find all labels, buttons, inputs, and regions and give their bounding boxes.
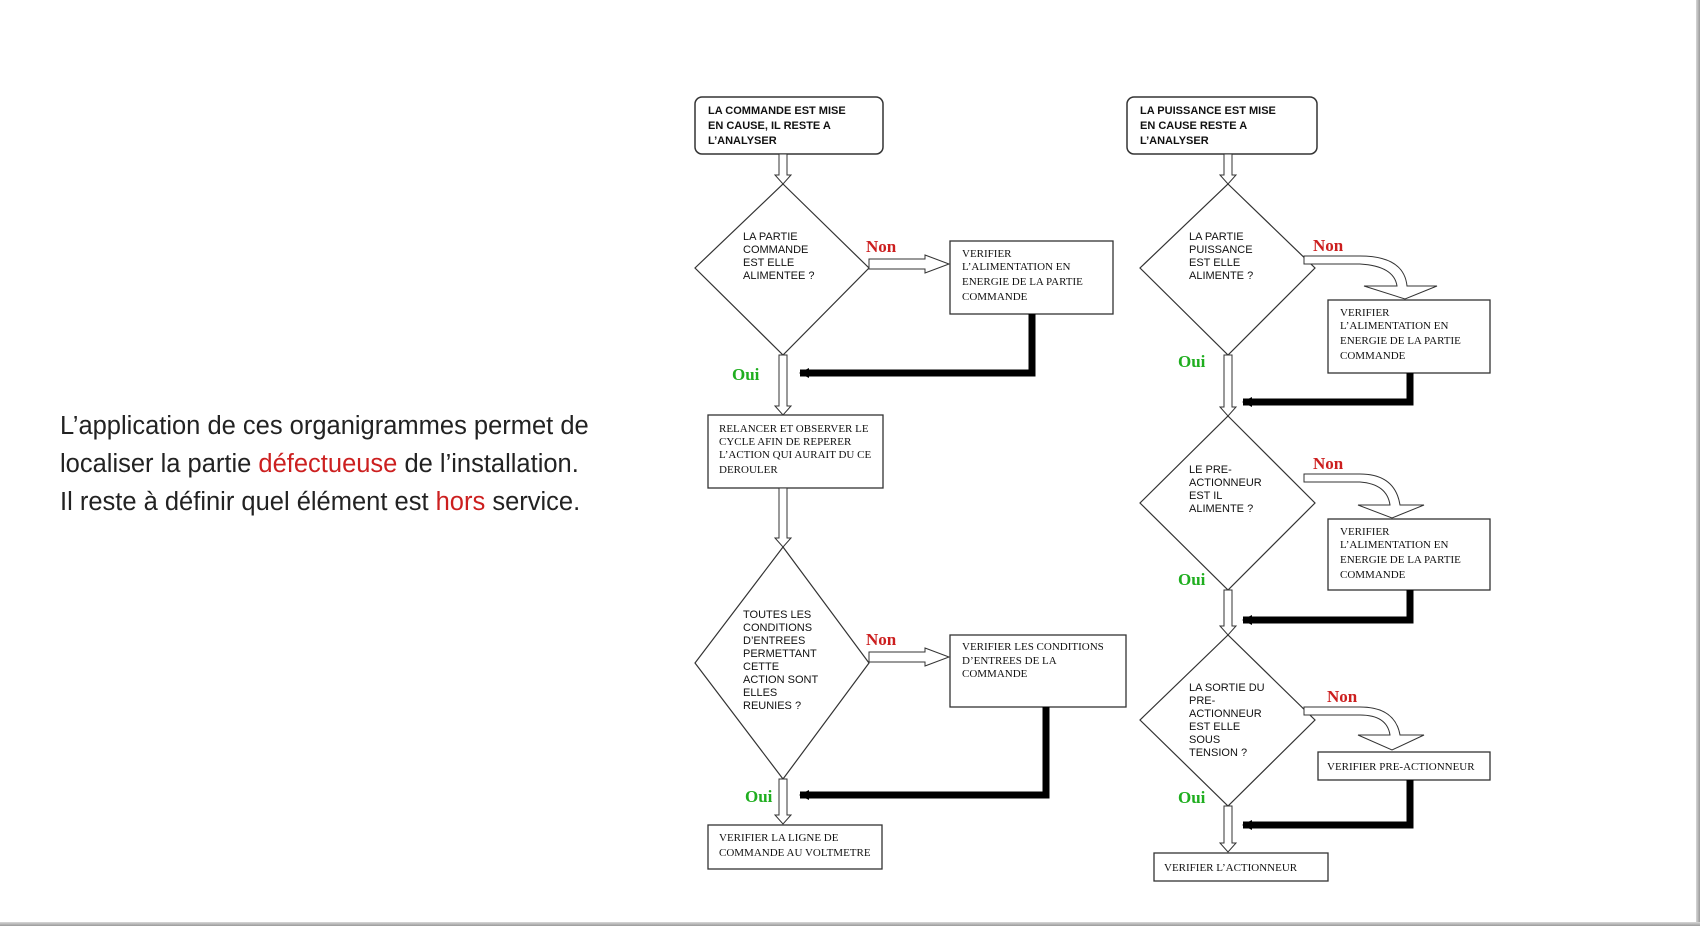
left-step2-box [707, 414, 884, 489]
left-arrow-decision2-to-end [773, 778, 793, 825]
left-step2-text: RELANCER ET OBSERVER LE CYCLE AFIN DE RE… [719, 423, 874, 476]
right-flowchart: LA PUISSANCE EST MISE EN CAUSE RESTE A L… [1126, 96, 1491, 882]
right-decision1-text: LA PARTIE PUISSANCE EST ELLE ALIMENTE ? [1189, 231, 1256, 282]
right-action3-text: VERIFIER PRE-ACTIONNEUR [1327, 761, 1475, 773]
right-return-line-1 [1242, 373, 1414, 407]
slide-shadow-right [1696, 0, 1700, 926]
intro-line-3-end: service. [485, 488, 581, 516]
slide-shadow-bottom [0, 922, 1700, 926]
left-non-label-1: Non [866, 237, 897, 256]
highlight-defectueuse: défectueuse [258, 450, 398, 478]
right-end-box [1153, 852, 1329, 882]
right-arrow-decision1-to-decision2 [1218, 354, 1238, 417]
right-decision3-text: LA SORTIE DU PRE- ACTIONNEUR EST ELLE SO… [1189, 682, 1268, 759]
right-oui-label-3: Oui [1178, 788, 1206, 807]
intro-paragraph: L’application de ces organigrammes perme… [60, 407, 680, 521]
left-decision1-text: LA PARTIE COMMANDE EST ELLE ALIMENTEE ? [743, 231, 815, 282]
intro-line-3-start: Il reste à définir quel élément est [60, 488, 436, 516]
left-action2-box [949, 634, 1127, 708]
left-oui-label-2: Oui [745, 787, 773, 806]
right-end-text: VERIFIER L’ACTIONNEUR [1164, 862, 1298, 874]
intro-line-3: Il reste à définir quel élément est hors… [60, 483, 680, 521]
right-arrow-decision3-to-end [1218, 805, 1238, 853]
right-arrow-decision2-to-decision3 [1218, 589, 1238, 636]
intro-line-2-start: localiser la partie [60, 450, 259, 478]
right-decision2-text: LE PRE- ACTIONNEUR EST IL ALIMENTE ? [1189, 464, 1265, 515]
right-arrow-decision3-to-action3 [1303, 706, 1425, 751]
left-action2-text: VERIFIER LES CONDITIONS D’ENTREES DE LA … [962, 641, 1107, 680]
right-return-line-3 [1242, 780, 1414, 830]
highlight-hors: hors [435, 488, 486, 516]
left-flowchart: LA COMMANDE EST MISE EN CAUSE, IL RESTE … [694, 96, 1127, 870]
right-action1-box [1327, 299, 1491, 374]
right-action3-box [1317, 751, 1491, 781]
right-non-label-1: Non [1313, 236, 1344, 255]
left-end-box [707, 824, 883, 870]
left-return-line-2 [799, 707, 1050, 800]
left-action1-box [949, 240, 1114, 315]
left-arrow-decision1-to-step2 [773, 354, 793, 416]
left-arrow-start-to-decision1 [773, 153, 793, 185]
left-end-text: VERIFIER LA LIGNE DE COMMANDE AU VOLTMET… [719, 832, 871, 859]
intro-line-1: L’application de ces organigrammes perme… [60, 412, 589, 440]
right-action1-text: VERIFIER L’ALIMENTATION EN ENERGIE DE LA… [1340, 307, 1464, 362]
left-arrow-decision2-to-action2 [868, 647, 951, 667]
right-oui-label-1: Oui [1178, 352, 1206, 371]
right-arrow-decision1-to-action1 [1303, 255, 1438, 300]
right-start-box [1126, 96, 1318, 155]
left-arrow-decision1-to-action1 [868, 254, 951, 274]
left-start-box [694, 96, 884, 155]
left-decision2-text: TOUTES LES CONDITIONS D’ENTREES PERMETTA… [743, 609, 821, 712]
right-non-label-3: Non [1327, 687, 1358, 706]
right-action2-text: VERIFIER L’ALIMENTATION EN ENERGIE DE LA… [1340, 526, 1464, 581]
right-non-label-2: Non [1313, 454, 1344, 473]
left-action1-text: VERIFIER L’ALIMENTATION EN ENERGIE DE LA… [962, 248, 1086, 303]
right-oui-label-2: Oui [1178, 570, 1206, 589]
left-oui-label-1: Oui [732, 365, 760, 384]
intro-line-2: localiser la partie défectueuse de l’ins… [60, 445, 680, 483]
left-return-line-1 [799, 314, 1036, 378]
left-arrow-step2-to-decision2 [773, 487, 793, 548]
left-start-text: LA COMMANDE EST MISE EN CAUSE, IL RESTE … [708, 105, 849, 147]
right-start-text: LA PUISSANCE EST MISE EN CAUSE RESTE A L… [1140, 105, 1279, 147]
right-return-line-2 [1242, 590, 1414, 625]
intro-line-2-end: de l’installation. [397, 450, 579, 478]
left-non-label-2: Non [866, 630, 897, 649]
right-arrow-start-to-decision1 [1218, 153, 1238, 185]
right-arrow-decision2-to-action2 [1303, 473, 1425, 519]
